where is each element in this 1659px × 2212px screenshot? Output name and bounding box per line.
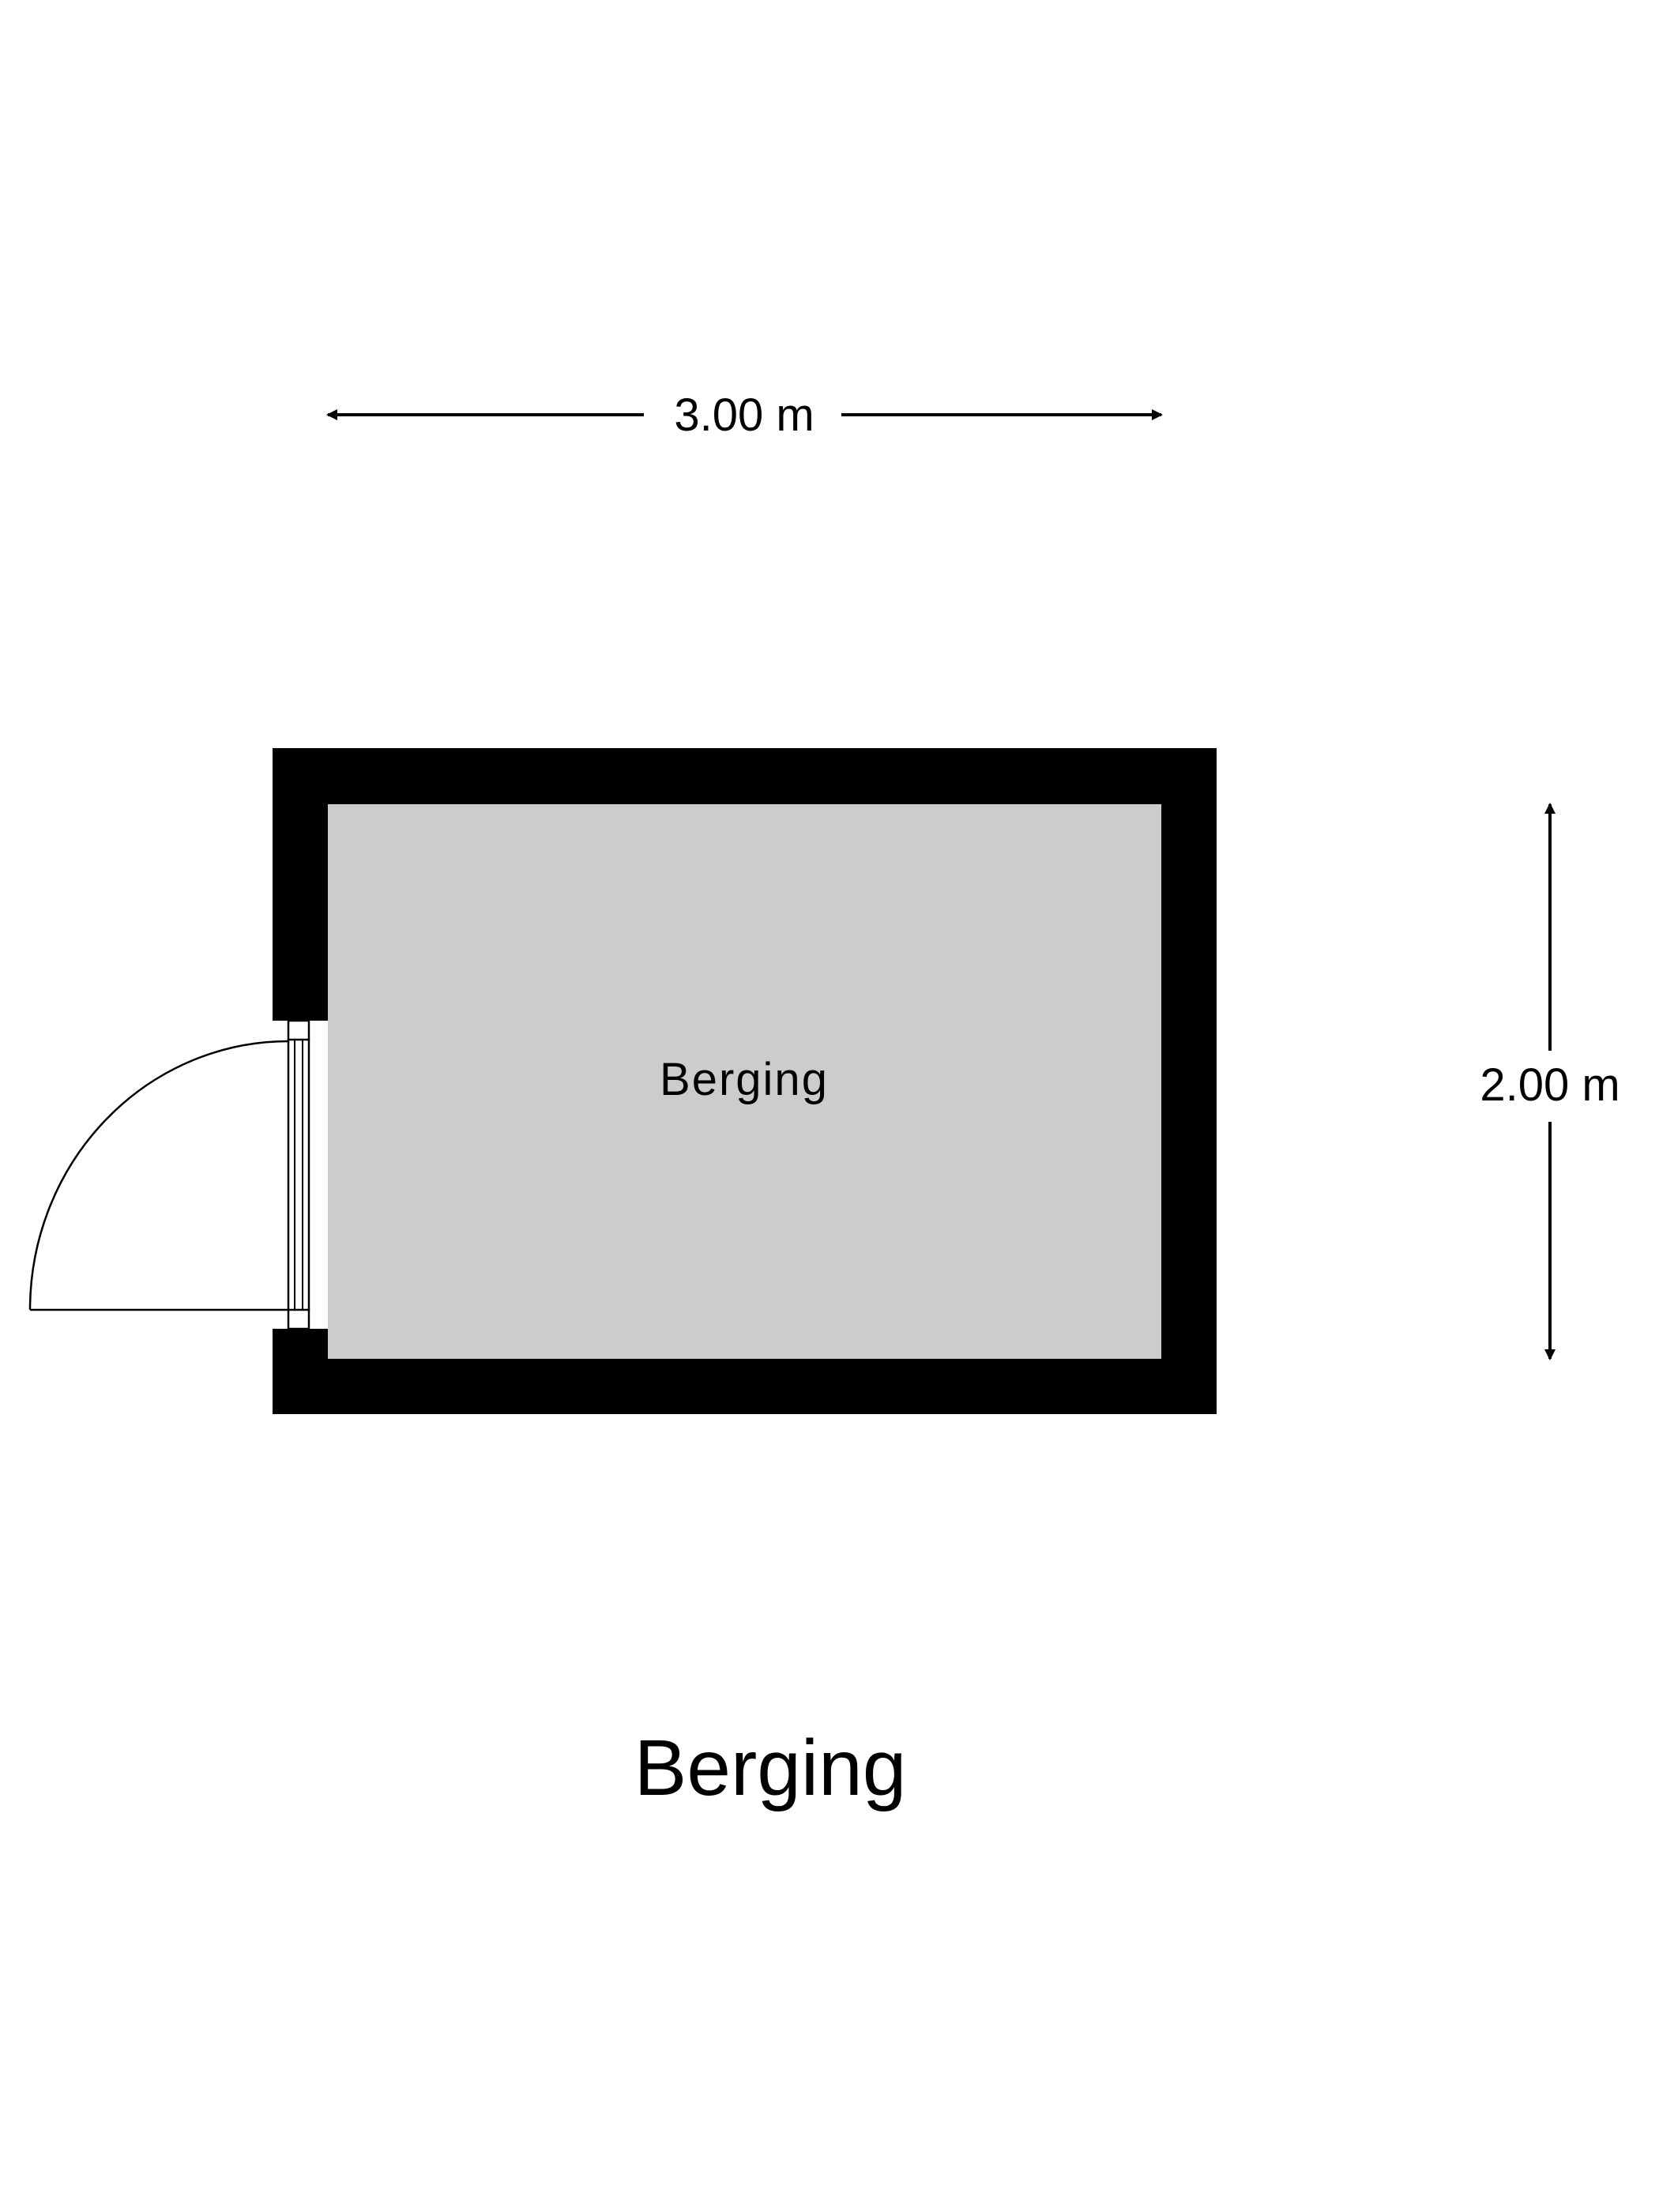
depth-dimension-label: 2.00 m xyxy=(1480,1059,1620,1111)
door-swing-icon xyxy=(28,1040,289,1311)
width-dimension: 3.00 m xyxy=(326,389,1163,441)
width-dimension-label: 3.00 m xyxy=(674,389,814,441)
depth-dimension: 2.00 m xyxy=(1480,803,1620,1360)
door-frame-top xyxy=(287,1019,310,1041)
room-floor xyxy=(328,804,1161,1359)
door-threshold xyxy=(316,1021,328,1329)
door xyxy=(28,1019,310,1330)
room-walls xyxy=(273,748,1217,1414)
room-label: Berging xyxy=(660,1054,829,1105)
plan-title: Berging xyxy=(634,1724,907,1812)
door-frame-bottom xyxy=(287,1308,310,1330)
